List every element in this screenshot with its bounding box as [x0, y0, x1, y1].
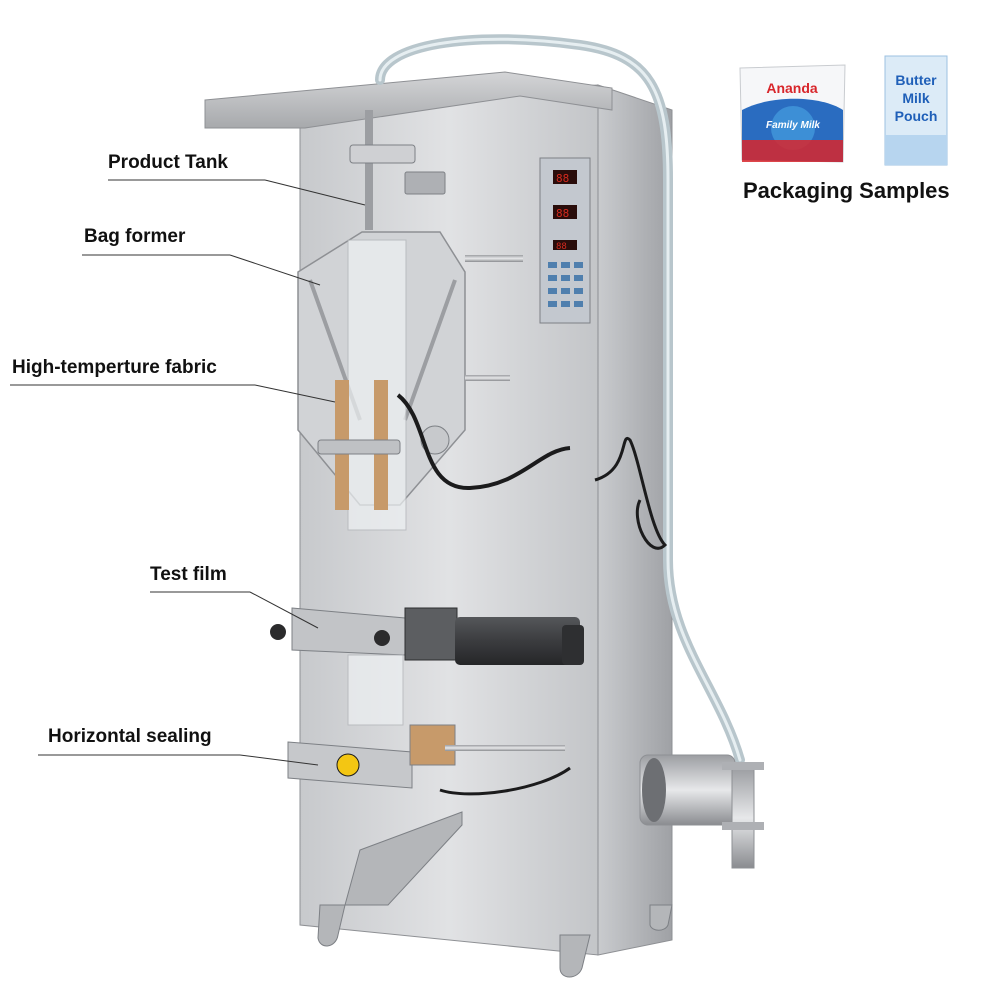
valve-clamp-top: [722, 762, 764, 770]
label-horizontal-sealing: Horizontal sealing: [48, 726, 212, 747]
discharge-chute: [344, 811, 463, 906]
drive-motor: [455, 617, 580, 665]
motor-cap: [562, 625, 584, 665]
callout-leader-bag-former: [229, 254, 321, 286]
callout-leader-horizontal-sealing: [239, 754, 319, 766]
display-3: [553, 240, 577, 250]
leg-back-right: [649, 904, 673, 931]
valve-clamp-bottom: [722, 822, 764, 830]
leg-front-left: [317, 904, 346, 947]
callout-leader-heat-fabric: [254, 384, 336, 403]
label-test-film: Test film: [150, 564, 227, 585]
pouch-butter-milk: [884, 55, 948, 166]
callout-leader-test-film: [249, 591, 319, 629]
pouch-1-product: Family Milk: [766, 120, 820, 131]
pouch-2-line-2: Milk: [902, 90, 930, 106]
display-1-value: 88: [556, 172, 569, 185]
control-buttons: [548, 262, 583, 307]
display-2: [553, 205, 577, 219]
label-high-temp-fabric: High-temperture fabric: [12, 357, 217, 378]
tank-bracket: [349, 144, 416, 164]
heat-bar: [317, 439, 401, 455]
pouch-ananda: [739, 64, 846, 163]
power-cable: [396, 393, 571, 491]
inlet-opening: [642, 758, 666, 822]
test-film-knob-left: [270, 624, 286, 640]
feed-hose-highlight: [378, 37, 742, 762]
seal-cable: [439, 766, 571, 796]
pouch-2-line-3: Pouch: [894, 108, 938, 124]
display-1: [553, 170, 577, 184]
display-3-value: 88: [556, 242, 567, 252]
plug-cable: [594, 436, 668, 550]
seal-rod: [445, 745, 565, 751]
callout-leader-product-tank: [264, 179, 366, 206]
side-rod-2: [465, 375, 510, 381]
label-product-tank: Product Tank: [108, 152, 228, 173]
product-tank-rod: [365, 110, 373, 230]
packaging-samples-title: Packaging Samples: [743, 178, 950, 203]
test-film-knob-right: [374, 630, 390, 646]
label-bag-former: Bag former: [84, 226, 186, 247]
former-rod-right: [403, 279, 457, 421]
tank-clamp: [404, 171, 446, 195]
pouch-2-line-1: Butter: [895, 72, 937, 88]
seal-warning-sticker: [336, 753, 360, 777]
film-bag: [347, 654, 404, 726]
leg-front-right: [559, 934, 591, 978]
motor-mount: [404, 607, 458, 661]
top-hood: [204, 71, 613, 129]
side-rod-1: [465, 255, 523, 262]
pouch-1-brand: Ananda: [766, 80, 818, 96]
display-2-value: 88: [556, 207, 569, 220]
valve-body: [731, 767, 755, 869]
